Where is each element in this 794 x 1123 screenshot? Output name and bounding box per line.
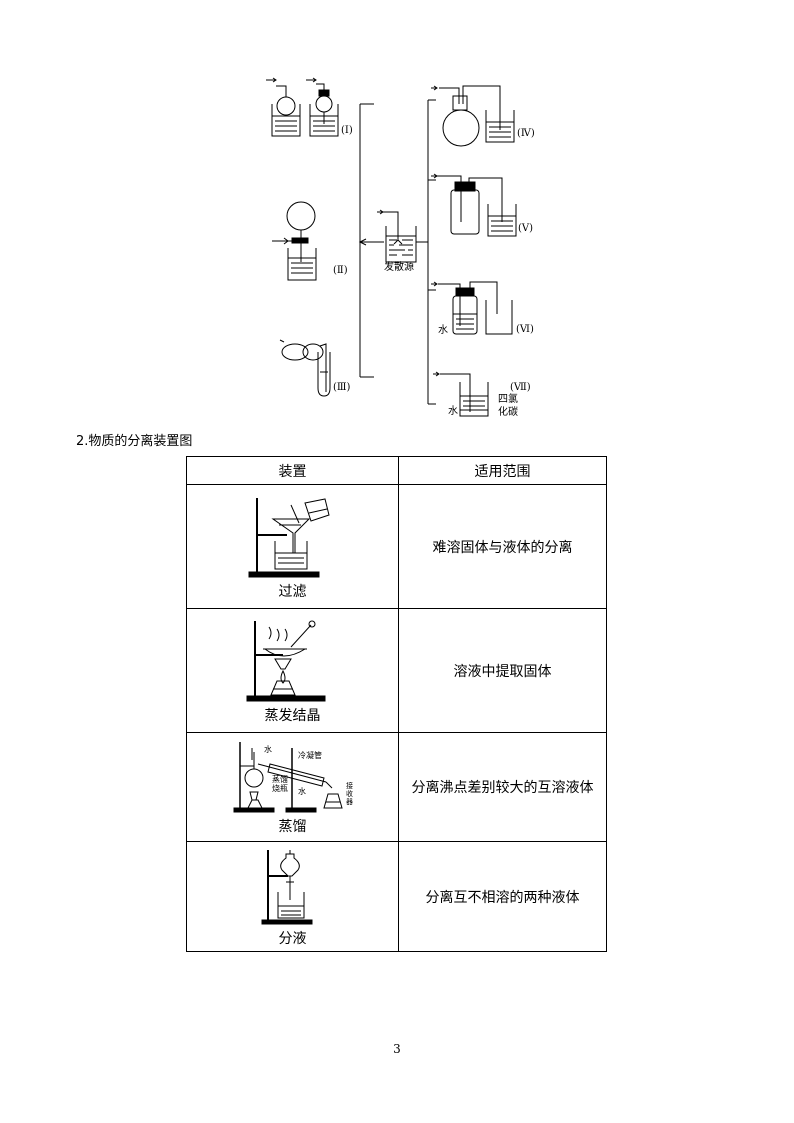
scope-cell: 分离沸点差别较大的互溶液体 [398, 732, 607, 842]
table-row: 水 冷凝管 水 蒸馏 烧瓶 接 收 器 蒸馏 分离沸点差别较大的互溶液体 [186, 732, 607, 842]
separation-table: 装置 适用范围 过滤 难溶固体与液体的分离 [186, 456, 607, 952]
distill-water-out: 水 [298, 786, 306, 796]
section-heading: 2.物质的分离装置图 [76, 434, 193, 449]
device-II [272, 201, 317, 281]
scope-cell: 难溶固体与液体的分离 [398, 484, 607, 609]
source-beaker [377, 209, 417, 263]
device-V [431, 173, 517, 237]
apparatus-cell-filtration: 过滤 [186, 484, 399, 609]
page-number: 3 [393, 1042, 401, 1056]
label-VI: (Ⅵ) [516, 324, 534, 335]
scope-cell: 分离互不相溶的两种液体 [398, 841, 607, 952]
distill-receiver-3: 器 [346, 798, 353, 806]
distill-receiver-1: 接 [346, 781, 353, 790]
device-VI [431, 281, 513, 335]
filtration-figure [248, 497, 330, 577]
separatory-funnel-figure [261, 849, 312, 924]
label-I: (Ⅰ) [341, 125, 353, 136]
table-row: 蒸发结晶 溶液中提取固体 [186, 608, 607, 733]
apparatus-cell-separation: 分液 [186, 841, 399, 952]
label-II: (Ⅱ) [333, 265, 348, 276]
table-header-row: 装置 适用范围 [186, 456, 607, 485]
header-scope: 适用范围 [398, 456, 607, 485]
label-VII: (Ⅶ) [510, 382, 531, 393]
scope-cell: 溶液中提取固体 [398, 608, 607, 733]
distill-water-in: 水 [264, 744, 272, 754]
distill-flask-2: 烧瓶 [272, 783, 288, 793]
apparatus-cell-evaporation: 蒸发结晶 [186, 608, 399, 733]
distill-flask-1: 蒸馏 [272, 774, 288, 784]
apparatus-cell-distillation: 水 冷凝管 水 蒸馏 烧瓶 接 收 器 蒸馏 [186, 732, 399, 842]
distill-condenser: 冷凝管 [298, 750, 322, 760]
label-III: (Ⅲ) [333, 382, 351, 393]
label-V: (Ⅴ) [518, 223, 533, 234]
header-apparatus: 装置 [186, 456, 399, 485]
device-I [266, 77, 339, 137]
water-label-VII: 水 [448, 405, 458, 417]
distillation-figure: 水 冷凝管 水 蒸馏 烧瓶 接 收 器 [233, 742, 353, 813]
gas-absorption-diagram: 发散源 (Ⅰ) (Ⅱ) [266, 77, 535, 418]
source-label: 发散源 [384, 260, 414, 273]
distill-receiver-2: 收 [346, 789, 353, 798]
table-row: 过滤 难溶固体与液体的分离 [186, 484, 607, 609]
device-III [279, 339, 331, 397]
device-IV [431, 85, 515, 147]
apparatus-name: 分液 [278, 930, 307, 947]
apparatus-name: 蒸馏 [278, 819, 307, 835]
apparatus-name: 蒸发结晶 [264, 707, 321, 724]
label-IV: (Ⅳ) [517, 128, 535, 139]
apparatus-name: 过滤 [278, 583, 307, 600]
ccl4-label-1: 四氯 [498, 392, 518, 405]
device-VII [433, 371, 489, 417]
table-row: 分液 分离互不相溶的两种液体 [186, 841, 607, 952]
water-label-VI: 水 [438, 324, 448, 336]
evaporation-figure [246, 620, 325, 701]
ccl4-label-2: 化碳 [498, 405, 518, 418]
